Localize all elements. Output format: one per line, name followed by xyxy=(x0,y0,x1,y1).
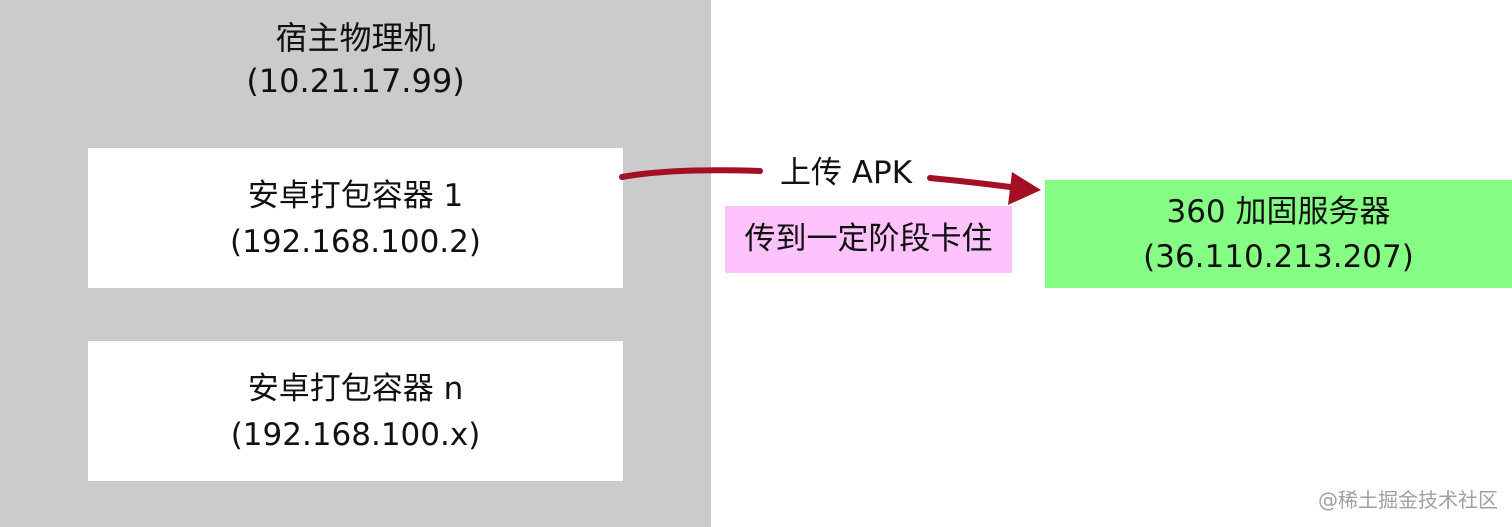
watermark-text: @稀土掘金技术社区 xyxy=(1318,488,1498,512)
hardening-server: 360 加固服务器 (36.110.213.207) xyxy=(1045,180,1512,288)
server-ip: (36.110.213.207) xyxy=(1143,239,1414,275)
host-machine: 宿主物理机 (10.21.17.99) 安卓打包容器 1 (192.168.10… xyxy=(0,0,711,527)
host-title: 宿主物理机 xyxy=(275,19,436,57)
container-n-ip: (192.168.100.x) xyxy=(230,417,481,453)
container-n-name: 安卓打包容器 n xyxy=(247,371,464,407)
server-name: 360 加固服务器 xyxy=(1166,194,1391,230)
android-container-n: 安卓打包容器 n (192.168.100.x) xyxy=(88,341,623,481)
android-container-1: 安卓打包容器 1 (192.168.100.2) xyxy=(88,148,623,288)
container-1-ip: (192.168.100.2) xyxy=(230,224,481,260)
upload-arrow-head xyxy=(1008,172,1041,205)
stuck-note: 传到一定阶段卡住 xyxy=(725,206,1012,273)
host-ip: (10.21.17.99) xyxy=(246,62,465,100)
upload-apk-label: 上传 APK xyxy=(779,155,913,191)
container-1-name: 安卓打包容器 1 xyxy=(247,178,464,214)
upload-arrow-right-segment xyxy=(927,175,1021,191)
